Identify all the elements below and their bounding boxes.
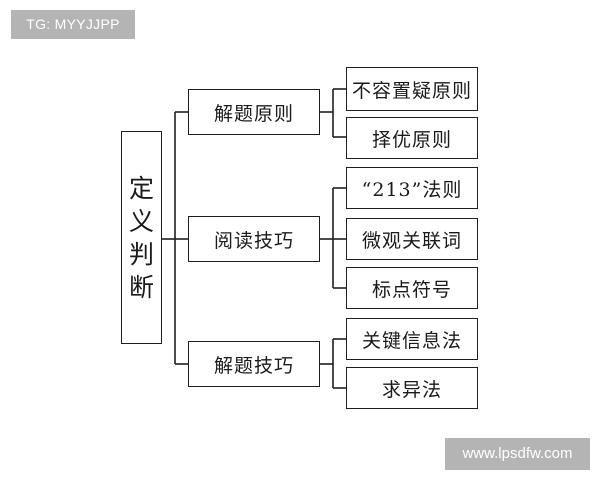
leaf-node: 标点符号 [346,267,478,309]
leaf-node: 微观关联词 [346,218,478,260]
leaf-label: 择优原则 [371,128,452,151]
leaf-node: “213”法则 [346,167,478,209]
branch-label: 解题原则 [213,102,294,125]
watermark-bottom: www.lpsdfw.com [445,438,590,470]
leaf-label: 标点符号 [371,278,452,301]
leaf-label: 关键信息法 [361,329,462,352]
branch-node-problem-principles: 解题原则 [188,89,320,135]
leaf-label: 微观关联词 [361,229,462,252]
branch-node-reading-skills: 阅读技巧 [188,216,320,262]
root-char: 断 [128,272,154,302]
leaf-node: 择优原则 [346,117,478,159]
root-char: 判 [128,239,154,269]
root-node: 定 义 判 断 [121,131,162,344]
leaf-label: 求异法 [381,378,442,401]
watermark-top: TG: MYYJJPP [11,10,135,39]
leaf-node: 求异法 [346,367,478,409]
root-char: 义 [128,206,154,236]
leaf-node: 不容置疑原则 [346,67,478,111]
branch-label: 阅读技巧 [213,229,294,252]
root-char: 定 [128,173,154,203]
leaf-label: “213”法则 [361,178,463,201]
branch-node-problem-skills: 解题技巧 [188,341,320,387]
branch-label: 解题技巧 [213,354,294,377]
leaf-label: 不容置疑原则 [351,79,472,102]
leaf-node: 关键信息法 [346,318,478,360]
